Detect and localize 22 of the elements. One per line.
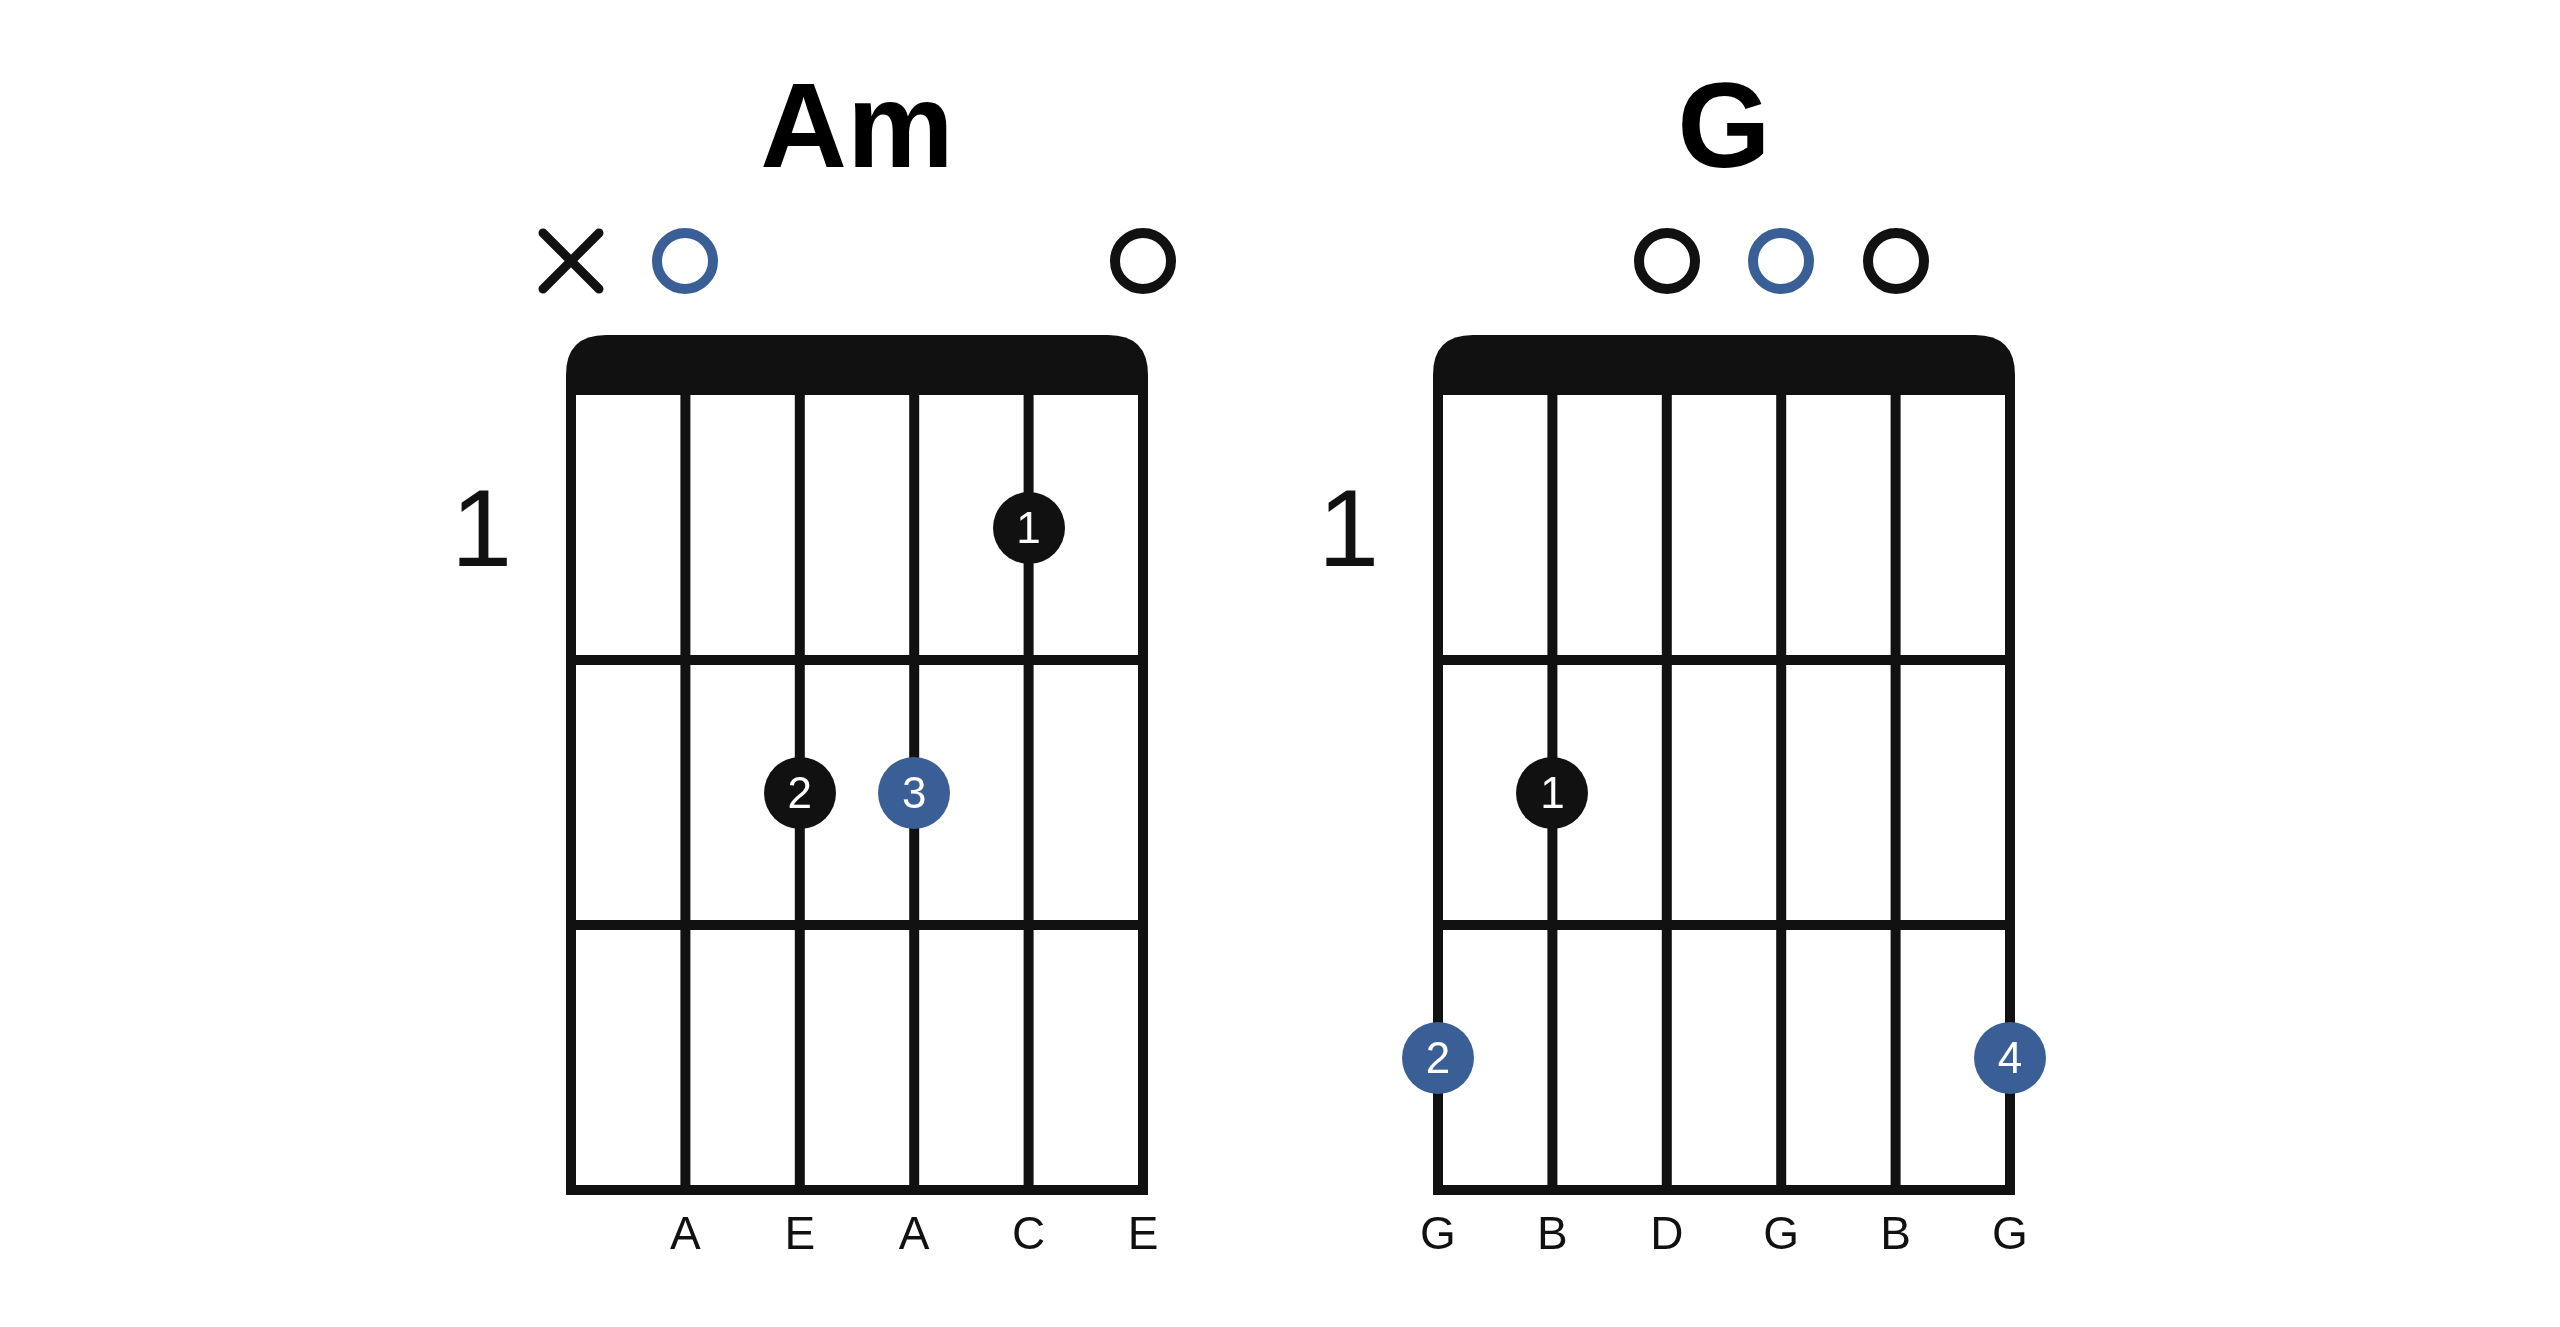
- string-name: G: [1992, 1210, 2028, 1256]
- string-name: A: [670, 1210, 701, 1256]
- finger-dot: 2: [1402, 1021, 1474, 1094]
- fret-number: 1: [1318, 472, 1380, 583]
- finger-dot: 1: [992, 491, 1065, 564]
- chord-name: Am: [760, 65, 954, 185]
- string-name: B: [1880, 1210, 1911, 1256]
- finger-dot: 4: [1974, 1021, 2046, 1094]
- string-name: E: [784, 1210, 816, 1256]
- string-name: E: [1127, 1210, 1159, 1256]
- string-name: B: [1537, 1210, 1568, 1256]
- string-name: D: [1650, 1210, 1684, 1256]
- finger-dot: 3: [878, 756, 951, 829]
- string-name: G: [1420, 1210, 1456, 1256]
- chord-name: G: [1677, 65, 1771, 185]
- string-name: A: [898, 1210, 930, 1256]
- fret-number: 1: [451, 472, 513, 583]
- string-name: C: [1012, 1210, 1046, 1256]
- open-string-circle: [1107, 225, 1179, 297]
- string-name: G: [1763, 1210, 1800, 1256]
- finger-dot: 2: [763, 756, 836, 829]
- finger-dot: 1: [1516, 756, 1589, 829]
